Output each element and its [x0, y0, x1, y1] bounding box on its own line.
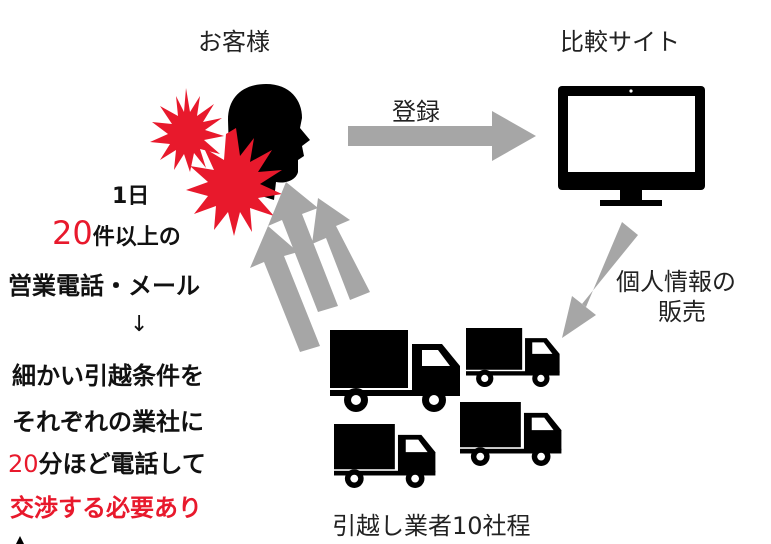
register-label: 登録 — [392, 98, 440, 126]
sell-arrow — [562, 222, 638, 338]
call-arrow-1 — [250, 226, 320, 352]
down-arrow-glyph: ↓ — [130, 312, 149, 337]
call-count-text: 20件以上の — [52, 214, 181, 252]
minutes-rest: 分ほど電話して — [38, 450, 206, 478]
arrow-tip-icon — [16, 536, 24, 544]
arrows — [250, 111, 638, 352]
sell-info-label-line1: 個人情報の — [616, 268, 736, 296]
truck-icon — [466, 328, 560, 388]
call-count-number: 20 — [52, 214, 93, 252]
register-arrow — [348, 111, 536, 161]
sell-info-label-line2: 販売 — [658, 298, 706, 326]
condition-text-line3: 20分ほど電話して — [8, 444, 206, 479]
monitor-icon — [558, 86, 705, 206]
truck-icon — [460, 402, 562, 466]
truck-icon — [330, 330, 460, 412]
comparison-site-label: 比較サイト — [560, 28, 680, 56]
negotiation-text: 交渉する必要あり — [10, 494, 202, 522]
call-count-rest: 件以上の — [92, 225, 181, 250]
per-day-text: 1日 — [112, 184, 150, 209]
sales-calls-text: 営業電話・メール — [8, 272, 200, 300]
truck-icon — [334, 424, 436, 488]
customer-label: お客様 — [198, 28, 270, 56]
burst-icon — [150, 88, 224, 172]
condition-text-line1: 細かい引越条件を — [12, 362, 204, 390]
movers-label: 引越し業者10社程 — [332, 512, 531, 540]
condition-text-line2: それぞれの業社に — [12, 408, 204, 436]
call-arrow-2 — [268, 182, 338, 312]
minutes-number: 20 — [8, 450, 39, 478]
call-arrow-3 — [312, 198, 370, 300]
burst-icon — [186, 128, 282, 236]
